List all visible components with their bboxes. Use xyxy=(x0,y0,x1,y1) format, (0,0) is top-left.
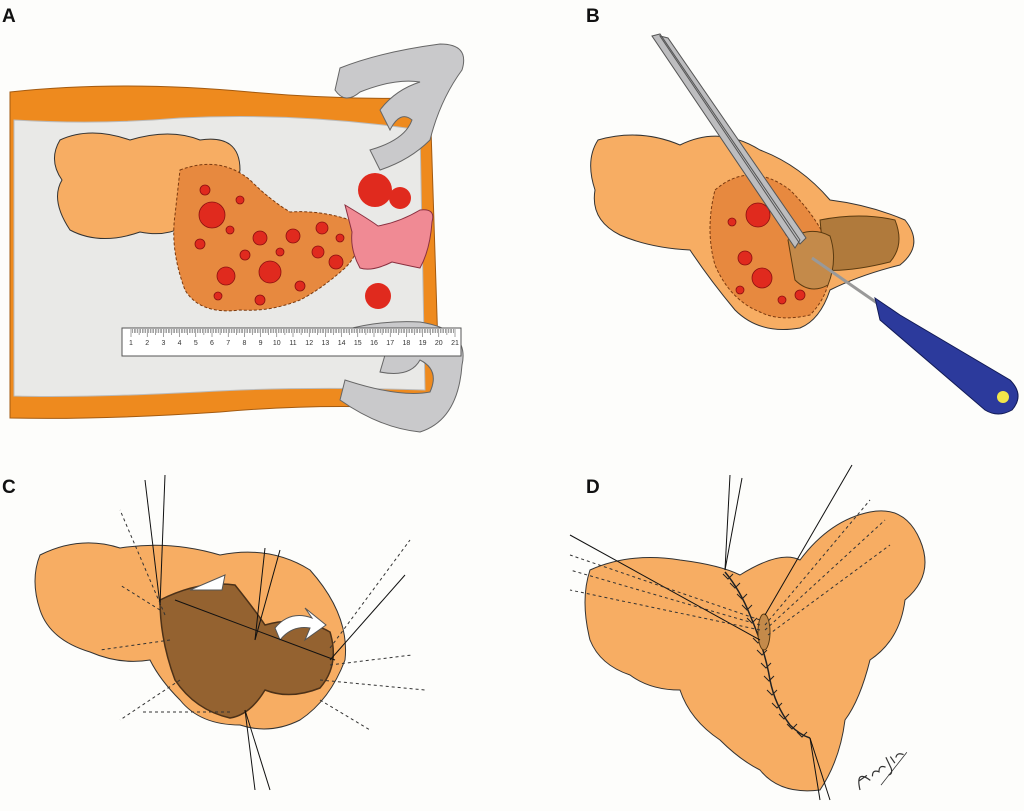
stitch xyxy=(786,723,798,730)
panel-b: B xyxy=(586,6,1019,415)
stitch xyxy=(778,713,790,720)
bowel-repaired xyxy=(584,510,926,792)
instrument-handle xyxy=(874,296,1019,415)
forceps xyxy=(651,33,807,249)
red-nodules xyxy=(194,184,345,306)
sutured-defect xyxy=(159,583,335,719)
ruler-number: 15 xyxy=(354,340,362,347)
ruler-number: 19 xyxy=(419,340,427,347)
ruler-number: 16 xyxy=(370,340,378,347)
ruler-number: 6 xyxy=(210,340,214,347)
instrument-shaft xyxy=(811,256,881,307)
ruler-number: 9 xyxy=(259,340,263,347)
panel-b-label: B xyxy=(586,6,600,27)
repair-patch xyxy=(757,613,771,651)
sutures xyxy=(144,474,406,791)
stitches xyxy=(722,573,808,738)
panel-d-label: D xyxy=(586,477,600,498)
stitch xyxy=(760,662,772,669)
excised-tissue xyxy=(819,215,900,271)
ovary-bottom xyxy=(365,283,391,309)
stitch xyxy=(722,573,734,580)
panel-c: C xyxy=(2,474,426,791)
panel-a-label: A xyxy=(2,6,16,27)
panel-d: D xyxy=(569,464,926,801)
ruler-number: 1 xyxy=(129,340,133,347)
stitch xyxy=(796,731,808,738)
ruler-number: 17 xyxy=(386,340,394,347)
stitch xyxy=(771,702,783,709)
ovary-top-small xyxy=(389,187,411,209)
stitch xyxy=(741,604,753,611)
arrow-left-icon xyxy=(189,574,226,591)
ruler-number: 20 xyxy=(435,340,443,347)
sutures xyxy=(569,464,853,801)
handle-button xyxy=(997,391,1009,403)
ruler-number: 21 xyxy=(451,340,459,347)
stitch xyxy=(756,649,768,656)
ruler-number: 14 xyxy=(338,340,346,347)
ruler-number: 3 xyxy=(161,340,165,347)
panel-c-label: C xyxy=(2,477,16,498)
arrow-right-icon xyxy=(274,607,327,642)
artist-signature xyxy=(858,752,908,791)
suture-threads xyxy=(99,509,426,731)
suture-threads xyxy=(569,499,891,636)
ruler-number: 8 xyxy=(242,340,246,347)
uterus xyxy=(344,203,434,270)
stitch xyxy=(729,582,741,589)
ovary-top xyxy=(358,173,392,207)
stitch xyxy=(763,675,775,682)
stitch xyxy=(766,689,778,696)
ruler-number: 13 xyxy=(322,340,330,347)
ruler-number: 5 xyxy=(194,340,198,347)
retractor-top xyxy=(334,43,465,171)
ruler-number: 2 xyxy=(145,340,149,347)
ruler-number: 11 xyxy=(289,340,296,347)
ruler-number: 7 xyxy=(226,340,230,347)
grasped-tissue xyxy=(787,230,834,290)
ruler-number: 4 xyxy=(178,340,182,347)
stitch xyxy=(736,593,748,600)
ruler-number: 12 xyxy=(305,340,313,347)
ruler-number: 10 xyxy=(273,340,281,347)
ruler-number: 18 xyxy=(403,340,411,347)
